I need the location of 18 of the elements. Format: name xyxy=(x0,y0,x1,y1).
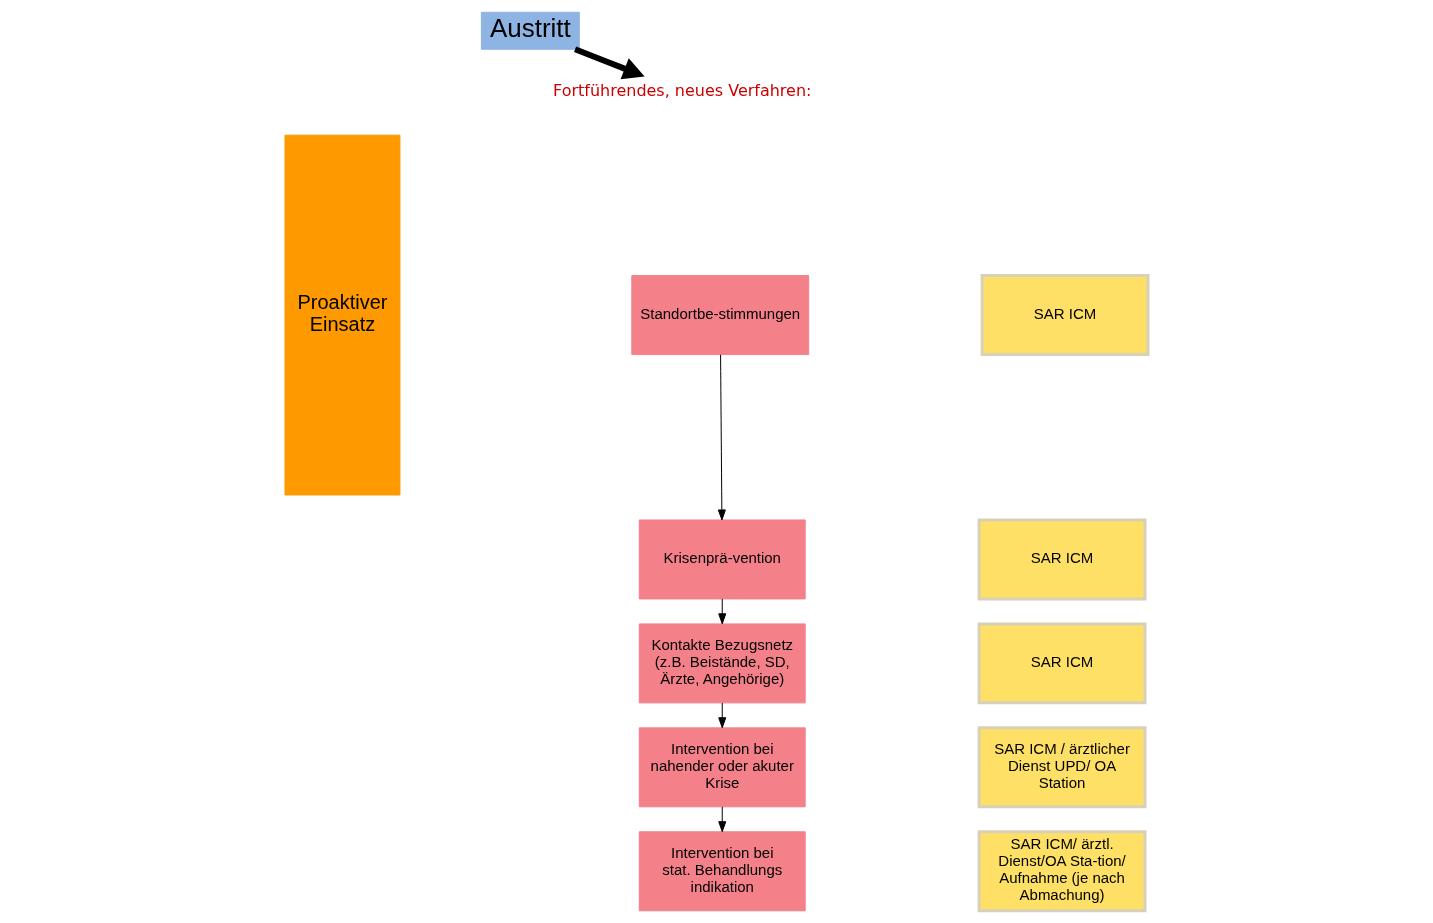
arrow xyxy=(717,354,726,521)
node-box: Standortbe-stimmungen xyxy=(631,275,810,356)
arrow xyxy=(718,598,727,625)
node-box: SAR ICM xyxy=(977,518,1147,601)
node-box: SAR ICM / ärztlicher Dienst UPD/ OA Station xyxy=(977,726,1147,809)
node-box: Austritt xyxy=(480,11,580,50)
node-box: Proaktiver Einsatz xyxy=(284,134,401,496)
node-box: SAR ICM xyxy=(980,274,1150,357)
node-box: Kontakte Bezugsnetz (z.B. Beistände, SD, Ärzte, Angehörige) xyxy=(638,623,806,704)
arrow xyxy=(718,702,727,729)
node-box: SAR ICM xyxy=(977,622,1147,705)
node-box: SAR ICM/ ärztl. Dienst/OA Sta-tion/ Aufnahme (je nach Abmachung) xyxy=(977,830,1147,913)
node-box: Krisenprä-vention xyxy=(638,519,806,600)
arrow xyxy=(574,46,645,80)
node-text: Fortführendes, neues Verfahren: xyxy=(553,81,812,101)
node-box: Intervention bei stat. Behandlungs indikation xyxy=(638,831,806,912)
node-box: Intervention bei nahender oder akuter Krise xyxy=(638,727,806,808)
arrow xyxy=(718,806,727,833)
